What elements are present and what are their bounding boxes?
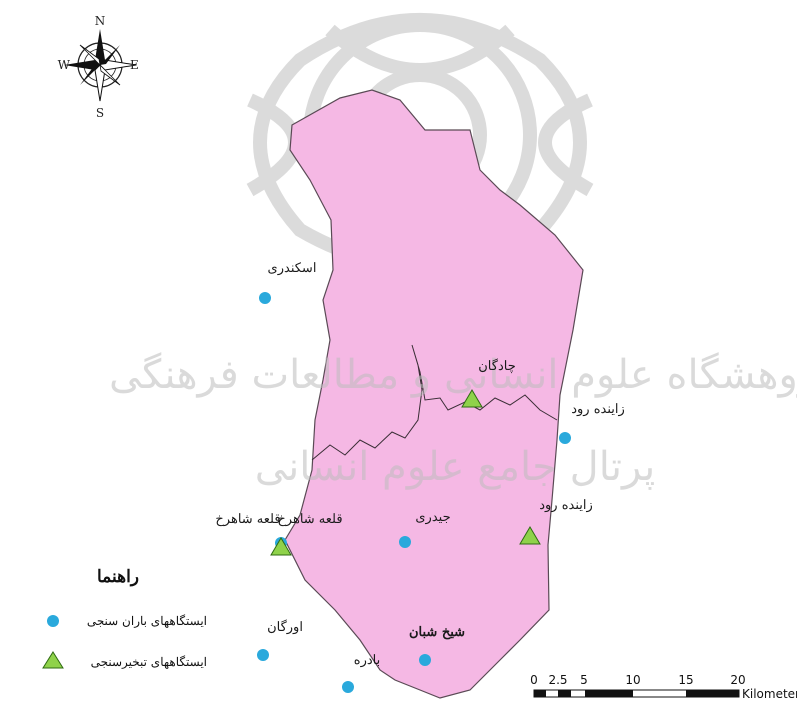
- legend-item-evap: ایستگاههای تبخیرسنجی: [91, 655, 207, 669]
- label-zayandehrud-1: زاینده رود: [571, 402, 625, 417]
- scale-tick-20: 20: [730, 673, 745, 687]
- legend-circle-icon: [47, 615, 59, 627]
- scale-bar: 0 2.5 5 10 15 20 Kilometers: [530, 673, 797, 701]
- scale-tick-0: 0: [530, 673, 538, 687]
- evap-station-chadegan[interactable]: [461, 389, 483, 408]
- scale-tick-15: 15: [678, 673, 693, 687]
- legend-item-rain: ایستگاههای باران سنجی: [87, 614, 207, 628]
- scale-tick-2-5: 2.5: [548, 673, 567, 687]
- rain-station-eskandari[interactable]: [259, 292, 271, 304]
- rain-stations: اسکندری زاینده رود جیدری اورگان شیخ شبان…: [257, 261, 625, 693]
- label-eskandari: اسکندری: [268, 261, 317, 276]
- label-chadegan: چادگان: [478, 358, 515, 374]
- north-arrow-icon: N S E W: [58, 14, 139, 120]
- evap-station-ghaleh-shahrokh[interactable]: [270, 537, 292, 556]
- rain-station-organ[interactable]: [257, 649, 269, 661]
- label-badreh: بادره: [354, 653, 380, 668]
- legend-triangle-icon: [42, 651, 64, 669]
- rain-station-zayandehrud-1[interactable]: [559, 432, 571, 444]
- scale-unit: Kilometers: [742, 687, 797, 701]
- label-ghaleh-shahrokh-2: قلعه شاهرخ: [277, 512, 342, 527]
- evap-station-zayandehrud-2[interactable]: [519, 526, 541, 545]
- label-sheikhshaban: شیخ شبان: [409, 625, 465, 640]
- evaporation-stations: چادگان قلعه شاهرخ قلعه شاهرخ زاینده رود: [215, 358, 593, 556]
- compass-north: N: [95, 14, 106, 28]
- label-organ: اورگان: [267, 619, 303, 635]
- rain-station-jeidari[interactable]: [399, 536, 411, 548]
- label-zayandehrud-2: زاینده رود: [539, 498, 593, 513]
- basin-boundary: [284, 89, 584, 699]
- watermark-text-2: پرتال جامع علوم انسانی: [255, 444, 656, 490]
- legend: راهنما ایستگاههای باران سنجی ایستگاههای …: [42, 567, 207, 669]
- scale-tick-10: 10: [625, 673, 640, 687]
- label-jeidari: جیدری: [415, 510, 450, 525]
- watermark-text-1: پژوهشگاه علوم انسانی و مطالعات فرهنگی: [109, 352, 797, 398]
- compass-east: E: [130, 58, 139, 72]
- internal-boundary: [311, 344, 558, 461]
- compass-west: W: [58, 58, 71, 72]
- rain-station-badreh[interactable]: [342, 681, 354, 693]
- compass-south: S: [96, 106, 104, 120]
- legend-title: راهنما: [97, 567, 139, 587]
- rain-station-sheikhshaban[interactable]: [419, 654, 431, 666]
- scale-tick-5: 5: [580, 673, 588, 687]
- label-ghaleh-shahrokh-1: قلعه شاهرخ: [215, 512, 280, 527]
